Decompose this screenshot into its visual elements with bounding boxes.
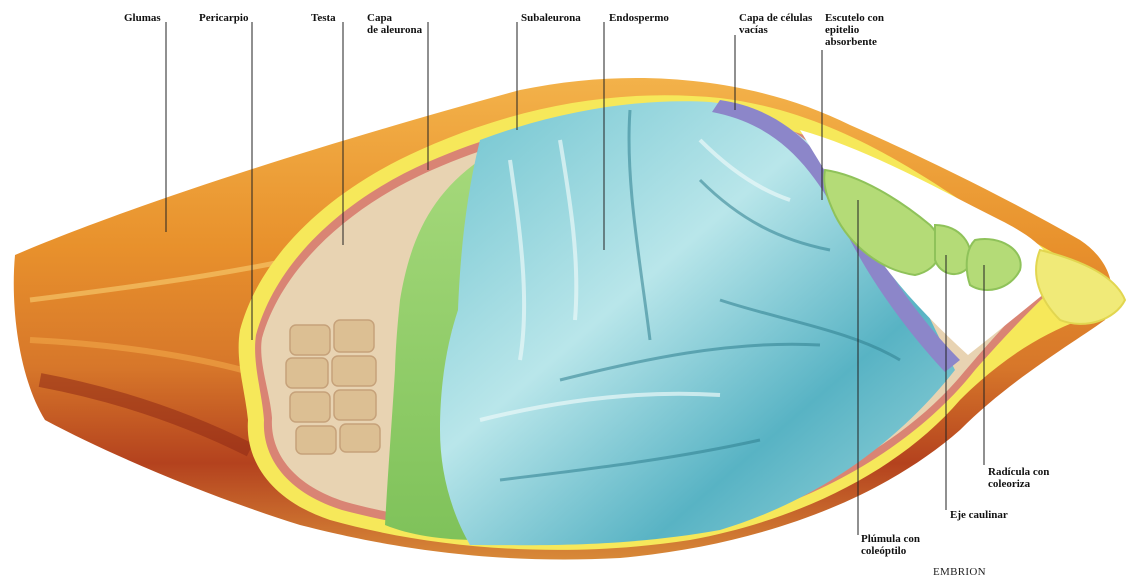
label-radicula: Radícula con coleoriza	[988, 466, 1049, 490]
label-capa-aleurona: Capa de aleurona	[367, 12, 422, 36]
label-eje-caulinar: Eje caulinar	[950, 509, 1008, 521]
label-subaleurona: Subaleurona	[521, 12, 581, 24]
label-escutelo: Escutelo con epitelio absorbente	[825, 12, 884, 48]
label-testa: Testa	[311, 12, 336, 24]
label-pericarpio: Pericarpio	[199, 12, 248, 24]
label-glumas: Glumas	[124, 12, 161, 24]
label-embrion: EMBRION	[933, 566, 986, 578]
label-capa-celulas-vacias: Capa de células vacías	[739, 12, 812, 36]
label-plumula: Plúmula con coleóptilo	[861, 533, 920, 557]
label-endospermo: Endospermo	[609, 12, 669, 24]
